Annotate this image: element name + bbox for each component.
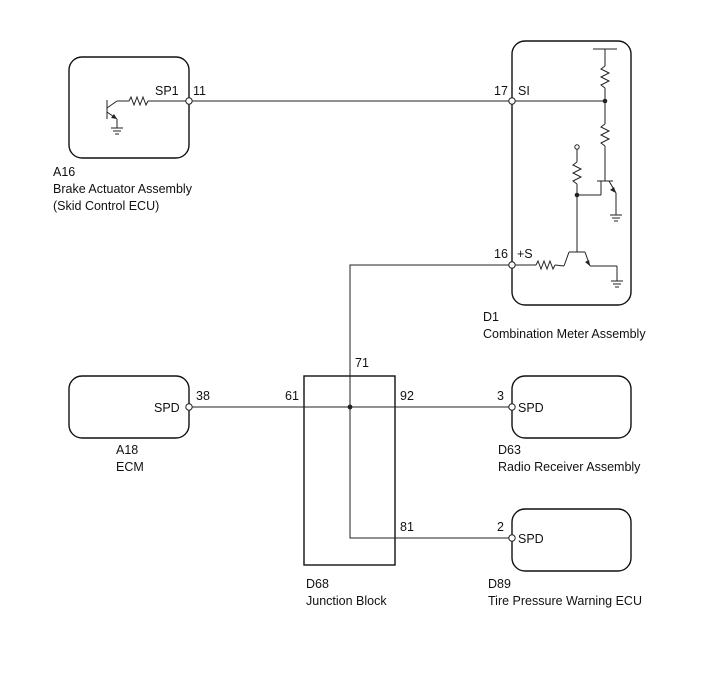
a18-code: A18 xyxy=(116,443,138,457)
d68-pin-left: 61 xyxy=(285,389,299,403)
d1-code: D1 xyxy=(483,310,499,324)
d63-name: Radio Receiver Assembly xyxy=(498,460,641,474)
d68-pin-top: 71 xyxy=(355,356,369,370)
d1-si-number: 17 xyxy=(494,84,508,98)
d63-spd-terminal xyxy=(508,403,516,411)
a18-spd-terminal xyxy=(185,403,193,411)
a16-internal-circuit xyxy=(106,95,189,135)
a16-code: A16 xyxy=(53,165,75,179)
d63-code: D63 xyxy=(498,443,521,457)
a18-pin-label: SPD xyxy=(154,401,180,415)
d63-pin-label: SPD xyxy=(518,401,544,415)
d89-spd-terminal xyxy=(508,534,516,542)
a18-name: ECM xyxy=(116,460,144,474)
d1-plus-s-label: +S xyxy=(517,247,533,261)
d89-code: D89 xyxy=(488,577,511,591)
splice-point xyxy=(347,404,353,410)
d89-pin-number: 2 xyxy=(497,520,504,534)
a16-pin-number: 11 xyxy=(193,84,206,98)
d1-si-terminal xyxy=(508,97,516,105)
wire-junction-to-tire-pressure xyxy=(349,376,512,539)
d68-pin-right-lower: 81 xyxy=(400,520,414,534)
d1-internal-circuit xyxy=(512,48,623,288)
d68-code: D68 xyxy=(306,577,329,591)
a16-name-line1: Brake Actuator Assembly xyxy=(53,182,193,196)
a16-pin-label: SP1 xyxy=(155,84,179,98)
a16-sp1-terminal xyxy=(185,97,193,105)
a16-name-line2: (Skid Control ECU) xyxy=(53,199,159,213)
d1-plus-s-number: 16 xyxy=(494,247,508,261)
a18-pin-number: 38 xyxy=(196,389,210,403)
d68-pin-right-upper: 92 xyxy=(400,389,414,403)
d1-si-label: SI xyxy=(518,84,530,98)
d1-name: Combination Meter Assembly xyxy=(483,327,646,341)
d89-pin-label: SPD xyxy=(518,532,544,546)
d1-combination-meter-box xyxy=(511,40,632,306)
wire-plus-s-to-junction xyxy=(349,264,512,376)
d63-pin-number: 3 xyxy=(497,389,504,403)
d1-plus-s-terminal xyxy=(508,261,516,269)
d68-name: Junction Block xyxy=(306,594,387,608)
a16-brake-actuator-box xyxy=(68,56,190,159)
d89-name: Tire Pressure Warning ECU xyxy=(488,594,642,608)
